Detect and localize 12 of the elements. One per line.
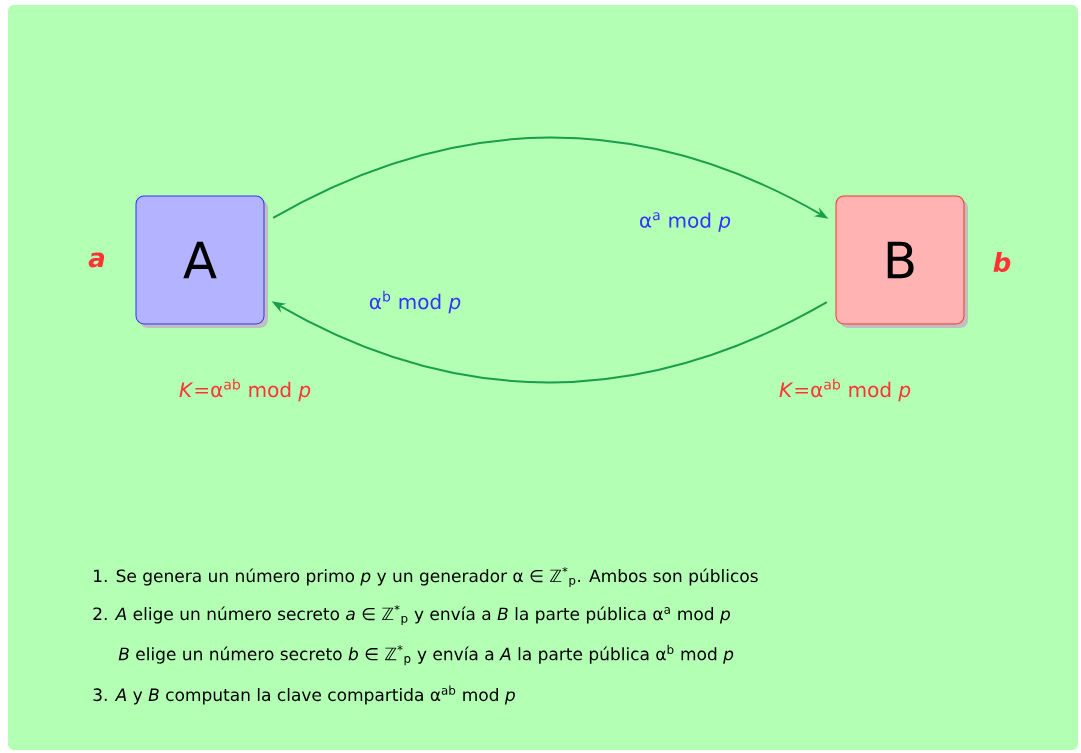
list-item: 1. Se genera un número primo p y un generador α ∈ ℤ$^{*}$$_{p}$. Ambos son públicos bbox=[94, 566, 758, 588]
participant-box: A bbox=[135, 195, 265, 325]
list-item: 2. A elige un número secreto a ∈ ℤ$^{*}$$_{p}$ y envía a B la parte pública α$^{a}$ mod p bbox=[93, 604, 730, 626]
edge-label: α$^{a}$ mod p bbox=[640, 212, 731, 232]
secret-label: a bbox=[88, 252, 105, 268]
key-formula: K=α$^{ab}$ mod p bbox=[179, 378, 311, 402]
edge-label: α$^{b}$ mod p bbox=[369, 290, 461, 314]
secret-label: b bbox=[993, 251, 1011, 273]
key-formula: K=α$^{ab}$ mod p bbox=[779, 378, 911, 402]
list-item: B elige un número secreto b ∈ ℤ$^{*}$$_{p}$ y envía a A la parte pública α$^{b}$ mod p bbox=[118, 644, 734, 666]
participant-box: B bbox=[835, 195, 965, 325]
list-item: 3. A y B computan la clave compartida α$^{ab}$ mod p bbox=[93, 685, 515, 705]
